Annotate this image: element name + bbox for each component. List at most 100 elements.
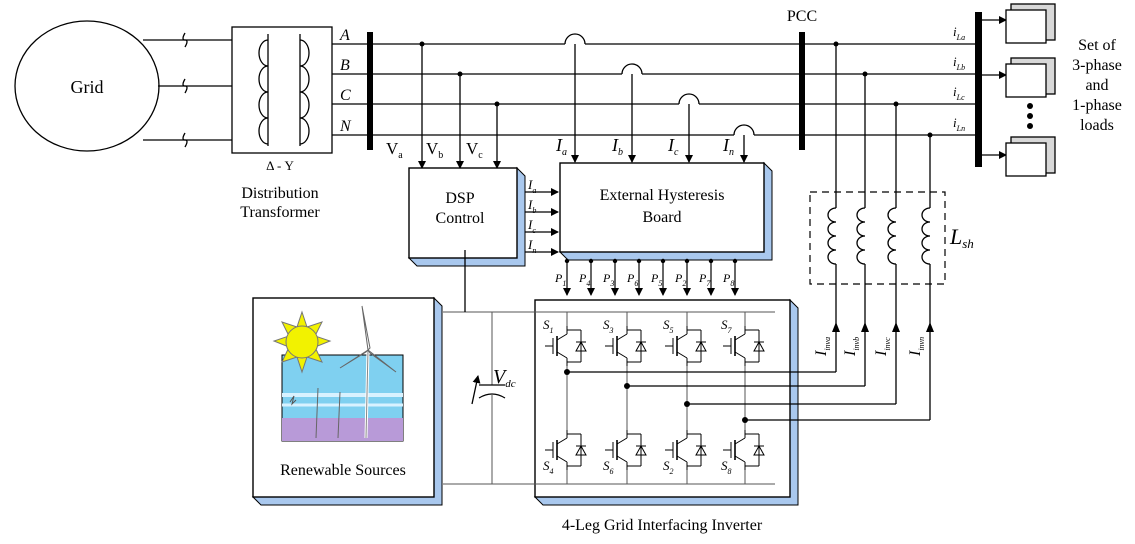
renewable-illustration	[272, 305, 404, 442]
transformer-label-1: Distribution	[241, 185, 318, 202]
switch-bottom-2	[605, 430, 647, 470]
load-box-1	[1005, 3, 1056, 44]
loads-label-1: Set of	[1078, 37, 1116, 54]
load-current-label-3: iLc	[953, 84, 965, 102]
switch-top-2	[605, 326, 647, 366]
switch-top-label-1: S1	[543, 317, 554, 335]
switch-top-label-2: S3	[603, 317, 614, 335]
pulse-node-4	[636, 258, 642, 264]
dsp-ref-label-3: Ic	[527, 217, 536, 235]
pulse-label-5: P5	[650, 271, 662, 288]
dsp-ref-label-4: In	[527, 237, 536, 255]
vdc-label: Vdc	[493, 366, 516, 390]
load-current-label-2: iLb	[953, 54, 965, 72]
phase-n-label: N	[339, 118, 352, 135]
load-current-label-1: iLa	[953, 24, 965, 42]
loads-label-4: 1-phase	[1072, 97, 1122, 114]
pulse-label-1: P1	[554, 271, 566, 288]
pulse-label-8: P8	[722, 271, 734, 288]
inverter-block	[443, 298, 799, 506]
dsp-label-2: Control	[436, 210, 485, 227]
pulse-node-3	[612, 258, 618, 264]
phase-c-label: C	[340, 87, 351, 104]
phase-lines: A B C N	[332, 27, 975, 137]
switch-top-label-4: S7	[721, 317, 733, 335]
pcc-bar	[799, 32, 805, 150]
hysteresis-label-2: Board	[642, 209, 681, 226]
phase-b-label: B	[340, 57, 350, 74]
switch-bottom-label-2: S6	[603, 458, 614, 476]
reference-arrows	[525, 188, 559, 256]
grid-current-label-1: Ia	[555, 135, 567, 158]
grid-feeders	[143, 32, 232, 148]
busbar	[367, 32, 373, 150]
inverter-output-wires	[564, 369, 930, 423]
grid-current-label-4: In	[722, 135, 734, 158]
dsp-label-1: DSP	[445, 190, 474, 207]
pcc-label: PCC	[787, 8, 817, 25]
loads-label-5: loads	[1080, 117, 1114, 134]
phase-a-label: A	[339, 27, 350, 44]
pulse-label-2: P4	[578, 271, 590, 288]
loads-label-2: 3-phase	[1072, 57, 1122, 74]
pulse-node-1	[564, 258, 570, 264]
dsp-ref-label-2: Ib	[527, 197, 536, 215]
inductor-label: Lsh	[949, 224, 974, 251]
grid-current-label-3: Ic	[667, 135, 679, 158]
inv-current-label-1: Iinva	[813, 337, 832, 357]
vdc-text: Vdc	[493, 366, 516, 390]
transformer-symbol: Δ - Y	[266, 158, 294, 173]
pulse-node-7	[708, 258, 714, 264]
pulse-label-4: P6	[626, 271, 638, 288]
inverter-label: 4-Leg Grid Interfacing Inverter	[562, 517, 763, 534]
voltage-label-1: Va	[386, 139, 403, 161]
inv-current-group-3: Iinvc	[873, 337, 892, 357]
voltage-label-2: Vb	[426, 139, 443, 161]
load-box-2	[1005, 57, 1056, 98]
inductor-label-text: Lsh	[949, 224, 974, 251]
pulse-node-6	[684, 258, 690, 264]
pulse-node-8	[732, 258, 738, 264]
renewable-label: Renewable Sources	[280, 462, 406, 479]
loads-group: Set of 3-phase and 1-phase loads	[982, 3, 1122, 177]
load-current-labels: iLa iLb iLc iLn	[953, 24, 965, 133]
loads-label-3: and	[1085, 77, 1108, 94]
inverter-current-labels: Iinva Iinvb Iinvc Iinvn	[813, 337, 926, 357]
grid-current-labels: Ia Ib Ic In	[555, 135, 734, 158]
grid-label: Grid	[71, 77, 104, 97]
grid-source: Grid	[14, 20, 160, 152]
load-current-label-4: iLn	[953, 115, 965, 133]
hysteresis-label-1: External Hysteresis	[600, 187, 725, 204]
switch-bottom-4	[723, 430, 765, 470]
inv-current-label-3: Iinvc	[873, 337, 892, 357]
dc-link-capacitor	[464, 250, 506, 484]
inv-current-group-2: Iinvb	[842, 337, 861, 357]
dsp-ref-label-1: Ia	[527, 177, 536, 195]
pulse-label-7: P7	[698, 271, 711, 288]
switch-top-1	[545, 326, 587, 366]
pulse-node-2	[588, 258, 594, 264]
load-box-3	[1005, 136, 1056, 177]
load-bus	[975, 12, 982, 167]
switch-bottom-label-4: S8	[721, 458, 732, 476]
pulse-label-6: P2	[674, 271, 686, 288]
dsp-control-block: DSP Control	[407, 166, 526, 267]
switch-top-label-3: S5	[663, 317, 674, 335]
inv-current-label-4: Iinvn	[907, 337, 926, 357]
shunt-inductors	[809, 41, 946, 420]
inv-current-group-1: Iinva	[813, 337, 832, 357]
switch-top-4	[723, 326, 765, 366]
grid-current-label-2: Ib	[611, 135, 623, 158]
distribution-transformer: Δ - Y Distribution Transformer	[231, 26, 333, 221]
inv-current-label-2: Iinvb	[842, 337, 861, 357]
hysteresis-board: External Hysteresis Board	[558, 161, 773, 261]
switch-bottom-label-1: S4	[543, 458, 554, 476]
